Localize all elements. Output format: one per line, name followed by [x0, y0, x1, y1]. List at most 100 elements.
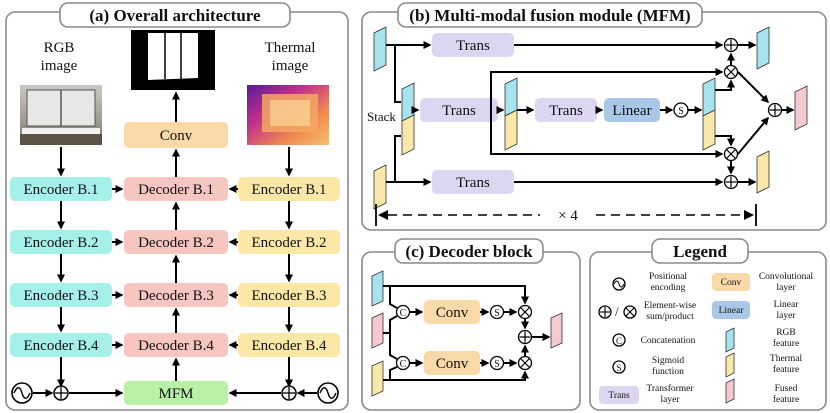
decoder-product-bottom: [517, 355, 533, 371]
legend-fused-1: Fused: [775, 384, 798, 394]
decoder-sigmoid-top: S: [489, 304, 505, 320]
mfm-linear-box: [604, 98, 660, 122]
mfm-sum-fused: [767, 102, 783, 118]
legend-transformer-1: Transformer: [646, 383, 694, 394]
decoder-label-4: Decoder B.4: [138, 338, 214, 354]
positional-encoding-icon-left: [11, 382, 33, 404]
panel-a-title-box: [59, 2, 291, 28]
decoder-concat-bottom: C: [395, 355, 411, 371]
arch-conv-box: [124, 122, 228, 148]
thermal-encoder-box-3: [238, 283, 340, 307]
legend-thermal-2: feature: [773, 364, 799, 375]
mfm-stacked-feature-weights: [702, 77, 716, 151]
legend-product-icon: [623, 305, 637, 319]
mfm-trans-stack-label: Trans: [442, 103, 476, 119]
mfm-product-top: [723, 64, 739, 80]
legend-concat-icon: C: [612, 333, 626, 347]
decoder-box-3: [124, 283, 228, 307]
mfm-thermal-input-feature: [373, 164, 387, 210]
thermal-image: [247, 85, 329, 145]
positional-encoding-icon-right: [317, 382, 339, 404]
rgb-encoder-label-2: Encoder B.2: [24, 235, 99, 251]
rgb-encoder-label-4: Encoder B.4: [24, 338, 99, 354]
decoder-conv-top-box: [424, 300, 480, 324]
panel-a-arrows: [33, 91, 317, 397]
thermal-encoder-column: Encoder B.1 Encoder B.2 Encoder B.3 Enco…: [238, 177, 340, 357]
panel-mfm: (b) Multi-modal fusion module (MFM) Stac…: [361, 2, 827, 231]
decoder-concat-top: C: [395, 304, 411, 320]
legend-conv-chip: [712, 273, 750, 291]
decoder-thermal-input-feature: [371, 360, 384, 397]
decoder-conv-bottom-label: Conv: [436, 356, 469, 372]
panel-b-arrows: [386, 41, 795, 186]
thermal-encoder-label-1: Encoder B.1: [252, 182, 327, 198]
decoder-conv-bottom-box: [424, 351, 480, 375]
legend-positional-2: encoding: [651, 283, 686, 293]
mfm-trans-thermal-box: [432, 170, 514, 194]
svg-text:C: C: [616, 336, 622, 346]
decoder-box-4: [124, 333, 228, 357]
segmentation-output: [131, 30, 215, 90]
legend-title-box: [651, 238, 749, 264]
panel-b-title: (b) Multi-modal fusion module (MFM): [409, 6, 690, 25]
legend-linear-chip: [712, 301, 750, 319]
legend-fused-2: feature: [773, 394, 799, 405]
decoder-sum: [517, 329, 533, 345]
mfm-trans-rgb-label: Trans: [456, 38, 490, 54]
legend-trans-chip: [599, 386, 639, 404]
legend-rgb-feature-icon: [725, 327, 735, 353]
legend-title: Legend: [673, 242, 727, 261]
thermal-encoder-box-4: [238, 333, 340, 357]
thermal-encoder-label-3: Encoder B.3: [252, 288, 327, 304]
mfm-sigmoid-node: S: [673, 102, 689, 118]
rgb-sum-node: [53, 385, 69, 401]
decoder-sigmoid-bottom: S: [489, 355, 505, 371]
rgb-encoder-box-3: [10, 283, 112, 307]
rgb-encoder-label-1: Encoder B.1: [24, 182, 99, 198]
rgb-encoder-box-2: [10, 230, 112, 254]
mfm-trans-rgb-box: [432, 33, 514, 57]
svg-text:S: S: [494, 308, 500, 319]
mfm-linear-label: Linear: [612, 103, 651, 119]
decoder-box-1: [124, 177, 228, 201]
mfm-stacked-feature-left: [401, 82, 415, 156]
decoder-product-top: [517, 304, 533, 320]
mfm-label: MFM: [158, 386, 193, 402]
legend-sigmoid-icon: S: [612, 360, 626, 374]
panel-overall-architecture: (a) Overall architecture RGB image Therm…: [5, 2, 349, 411]
mfm-trans-mid-label: Trans: [549, 103, 583, 119]
panel-c-title-box: [394, 238, 544, 264]
mfm-repeat-label: × 4: [558, 208, 578, 224]
mfm-sum-bottom: [723, 174, 739, 190]
arch-conv-label: Conv: [160, 128, 193, 144]
legend-sigmoid-2: function: [652, 366, 684, 377]
thermal-encoder-box-2: [238, 230, 340, 254]
mfm-rgb-input-feature: [373, 26, 387, 72]
thermal-encoder-box-1: [238, 177, 340, 201]
panel-c-frame: [361, 251, 581, 411]
decoder-label-3: Decoder B.3: [138, 288, 214, 304]
mfm-thermal-output-feature: [756, 150, 770, 194]
thermal-encoder-label-4: Encoder B.4: [252, 338, 327, 354]
legend-slash: /: [615, 304, 619, 319]
decoder-fused-input-feature: [371, 312, 384, 349]
mfm-repeat-indicator: [375, 204, 757, 226]
panel-b-title-box: [397, 2, 703, 28]
svg-text:S: S: [494, 359, 500, 370]
legend-conv-1: Convolutional: [759, 272, 814, 282]
legend-fused-feature-icon: [725, 378, 735, 404]
svg-text:C: C: [400, 308, 407, 319]
legend-sigmoid-1: Sigmoid: [652, 356, 684, 366]
rgb-encoder-box-1: [10, 177, 112, 201]
legend-trans-chip-label: Trans: [608, 391, 630, 401]
legend-rgb-1: RGB: [776, 328, 796, 338]
legend-thermal-feature-icon: [725, 352, 735, 378]
rgb-encoder-column: Encoder B.1 Encoder B.2 Encoder B.3 Enco…: [10, 177, 112, 357]
decoder-box-2: [124, 230, 228, 254]
legend-linear-2: layer: [777, 311, 797, 321]
legend-linear-chip-label: Linear: [719, 306, 745, 316]
thermal-label-line2: image: [272, 58, 309, 74]
legend-transformer-2: layer: [661, 395, 681, 405]
legend-linear-1: Linear: [774, 300, 800, 310]
